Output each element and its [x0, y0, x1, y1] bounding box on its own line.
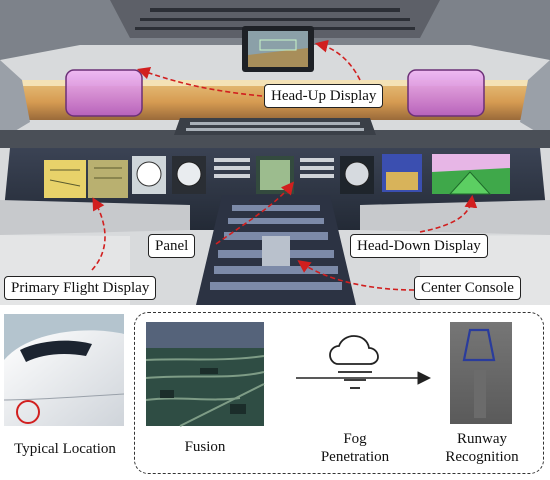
console-connector [297, 260, 415, 291]
hud-connector-top [314, 39, 361, 81]
hdd-connector [419, 194, 478, 233]
caption-fog-line2: Penetration [320, 449, 390, 465]
red-connectors [91, 39, 478, 291]
label-panel: Panel [148, 234, 196, 258]
caption-runway-recognition: Runway Recognition [436, 430, 528, 466]
label-center-console: Center Console [414, 276, 521, 300]
hud-projector [242, 26, 314, 72]
sensor-highlight-circle [16, 400, 40, 424]
panel-connector [215, 181, 295, 245]
head-down-display-screen [432, 154, 510, 195]
caption-runway-line1: Runway [457, 431, 507, 447]
primary-flight-display-screen [44, 160, 128, 198]
caption-fog-line1: Fog [343, 431, 367, 447]
label-head-up-display: Head-Up Display [264, 84, 384, 108]
runway-recognition-image [450, 322, 512, 424]
center-console-body [196, 195, 356, 305]
hud-glass-left [65, 69, 143, 117]
caption-typical-location: Typical Location [14, 441, 116, 457]
aircraft-nose-image [3, 314, 125, 426]
pipeline-dashed-box [134, 312, 544, 474]
label-head-down-display: Head-Down Display [350, 234, 488, 258]
pfd-connector [91, 197, 106, 271]
fusion-image [145, 322, 265, 427]
hud-glass-right [407, 69, 485, 117]
label-primary-flight-display: Primary Flight Display [4, 276, 157, 300]
caption-fusion: Fusion [184, 439, 226, 455]
caption-fog-penetration: Fog Penetration [310, 430, 400, 466]
caption-runway-line2: Recognition [445, 449, 519, 465]
cockpit-illustration [0, 0, 550, 305]
hud-connector-left [136, 66, 263, 97]
fog-cloud-icon [329, 335, 379, 389]
